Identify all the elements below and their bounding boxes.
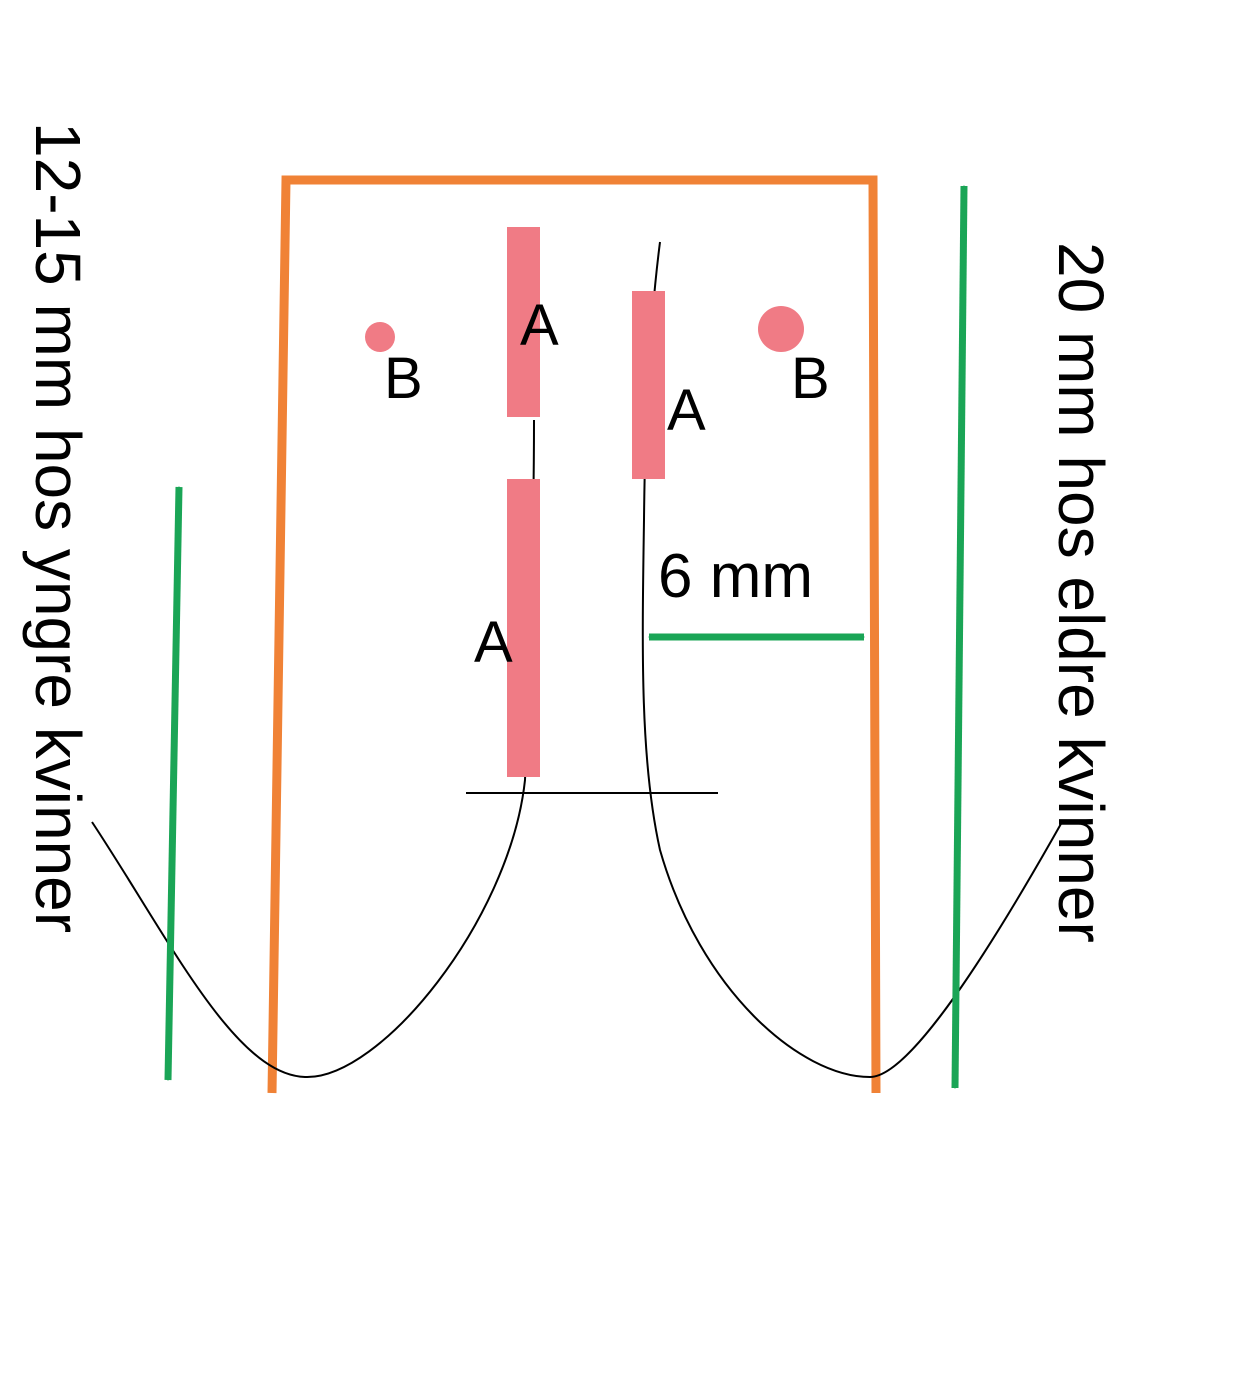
- left-contour-curve: [91, 419, 535, 1079]
- marker-b-right: [758, 306, 804, 352]
- right-contour-curve: [641, 241, 1063, 1079]
- marker-b-left: [365, 322, 395, 352]
- marker-a-upper-left: [507, 227, 540, 417]
- right-side-label: 20 mm hos eldre kvinner: [1045, 242, 1117, 943]
- frame-outline: [267, 175, 881, 1094]
- marker-a-lower-left: [507, 479, 540, 777]
- label-a-lower-left: A: [474, 610, 513, 675]
- left-side-label: 12-15 mm hos yngre kvinner: [22, 122, 94, 933]
- label-b-right: B: [791, 346, 830, 411]
- label-b-left: B: [384, 346, 423, 411]
- left-height-arrow: [164, 486, 183, 1081]
- label-a-right: A: [667, 378, 706, 443]
- gap-label: 6 mm: [658, 542, 813, 611]
- right-height-arrow: [951, 185, 968, 1089]
- label-a-upper-left: A: [520, 293, 559, 358]
- marker-a-right: [632, 291, 665, 479]
